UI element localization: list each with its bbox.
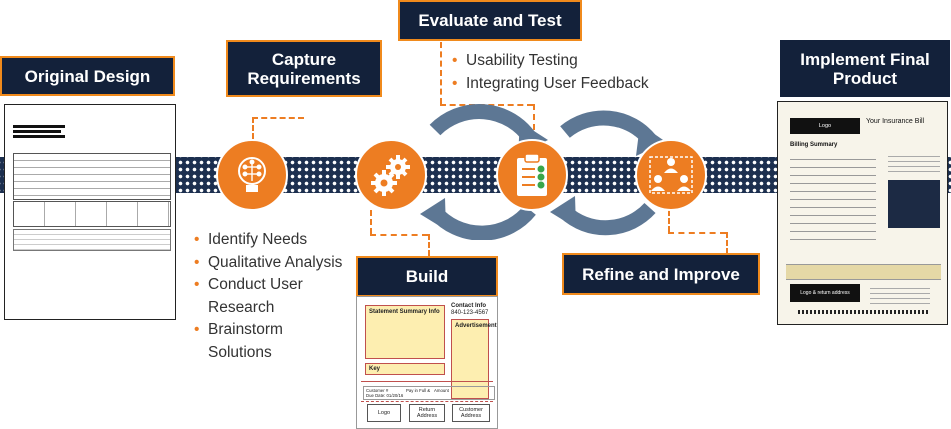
bullet-item: •Identify Needs: [194, 231, 308, 248]
final-barcode-line: [798, 310, 928, 314]
cycle-arrows: [420, 104, 666, 240]
checklist-clipboard-icon: [517, 153, 547, 196]
connector-refine-h: [668, 232, 726, 234]
final-logo-return-box: Logo & return address: [790, 284, 860, 302]
final-logo-box: Logo: [790, 118, 860, 134]
bullet-item: •Integrating User Feedback: [452, 74, 649, 92]
final-summary-heading: Billing Summary: [790, 142, 838, 148]
bullet-item: •Brainstorm Solutions: [194, 321, 283, 361]
connector-refine-v: [726, 232, 728, 254]
refine-improve-label: Refine and Improve: [582, 264, 740, 284]
connector-build-v: [428, 234, 430, 256]
redacted-bar: [13, 125, 65, 128]
wire-logo-box: Logo: [367, 404, 401, 422]
evaluate-bullets: •Usability Testing •Integrating User Fee…: [452, 50, 682, 95]
final-address-lines: [870, 284, 930, 306]
original-design-label: Original Design: [24, 66, 151, 86]
wire-payment-row: Customer #Due Date: 01/20/16 Pay in Full…: [363, 386, 495, 400]
capture-requirements-title: Capture Requirements: [226, 40, 382, 97]
wire-key-box: Key: [365, 363, 445, 375]
connector-build-h: [370, 234, 428, 236]
connector-capture-h: [252, 117, 304, 119]
wire-contact: Contact Info 840-123-4567: [451, 303, 489, 316]
evaluate-test-label: Evaluate and Test: [418, 11, 562, 30]
final-mid-band: [786, 264, 941, 280]
original-design-title: Original Design: [0, 56, 175, 96]
wire-summary-box: Statement Summary Info: [365, 305, 445, 359]
doc-table: [13, 201, 171, 227]
build-title: Build: [356, 256, 498, 297]
doc-table: [13, 229, 171, 251]
wire-divider: [361, 401, 493, 402]
final-heading: Your Insurance Bill: [866, 118, 925, 125]
redacted-bar: [13, 135, 65, 138]
connector-evaluate-v: [533, 104, 535, 140]
final-dark-panel: [888, 180, 940, 228]
evaluate-test-title: Evaluate and Test: [398, 0, 582, 41]
connector-evaluate: [440, 42, 442, 104]
build-circle: [355, 139, 427, 211]
wire-ad-box: Advertisement: [451, 319, 497, 399]
implement-final-title: Implement Final Product: [780, 40, 950, 97]
original-design-document: [4, 104, 176, 320]
capture-bullets: •Identify Needs •Qualitative Analysis •C…: [194, 229, 349, 364]
capture-requirements-label: Capture Requirements: [247, 49, 361, 88]
build-label: Build: [405, 267, 449, 286]
team-network-icon: [649, 156, 693, 194]
doc-table: [13, 153, 171, 200]
capture-circle: [216, 139, 288, 211]
evaluate-circle: [496, 139, 568, 211]
wire-return-address-box: Return Address: [409, 404, 445, 422]
redacted-bar: [13, 130, 61, 133]
bullet-item: •Qualitative Analysis: [194, 253, 343, 271]
connector-refine: [668, 210, 670, 232]
build-wireframe: Statement Summary Info Contact Info 840-…: [356, 296, 498, 429]
gears-icon: [371, 155, 410, 196]
connector-build: [370, 210, 372, 234]
refine-circle: [635, 139, 707, 211]
refine-improve-title: Refine and Improve: [562, 253, 760, 295]
connector-capture: [252, 117, 254, 147]
brain-bulb-icon: [238, 157, 266, 192]
wire-divider: [361, 381, 493, 382]
final-summary-lines: [790, 152, 876, 242]
implement-final-label: Implement Final Product: [800, 49, 930, 88]
bullet-item: •Usability Testing: [452, 52, 578, 69]
final-product-document: Logo Your Insurance Bill Billing Summary…: [777, 101, 948, 325]
wire-customer-address-box: Customer Address: [452, 404, 490, 422]
bullet-item: •Conduct User Research: [194, 276, 303, 316]
final-side-lines: [888, 152, 940, 174]
